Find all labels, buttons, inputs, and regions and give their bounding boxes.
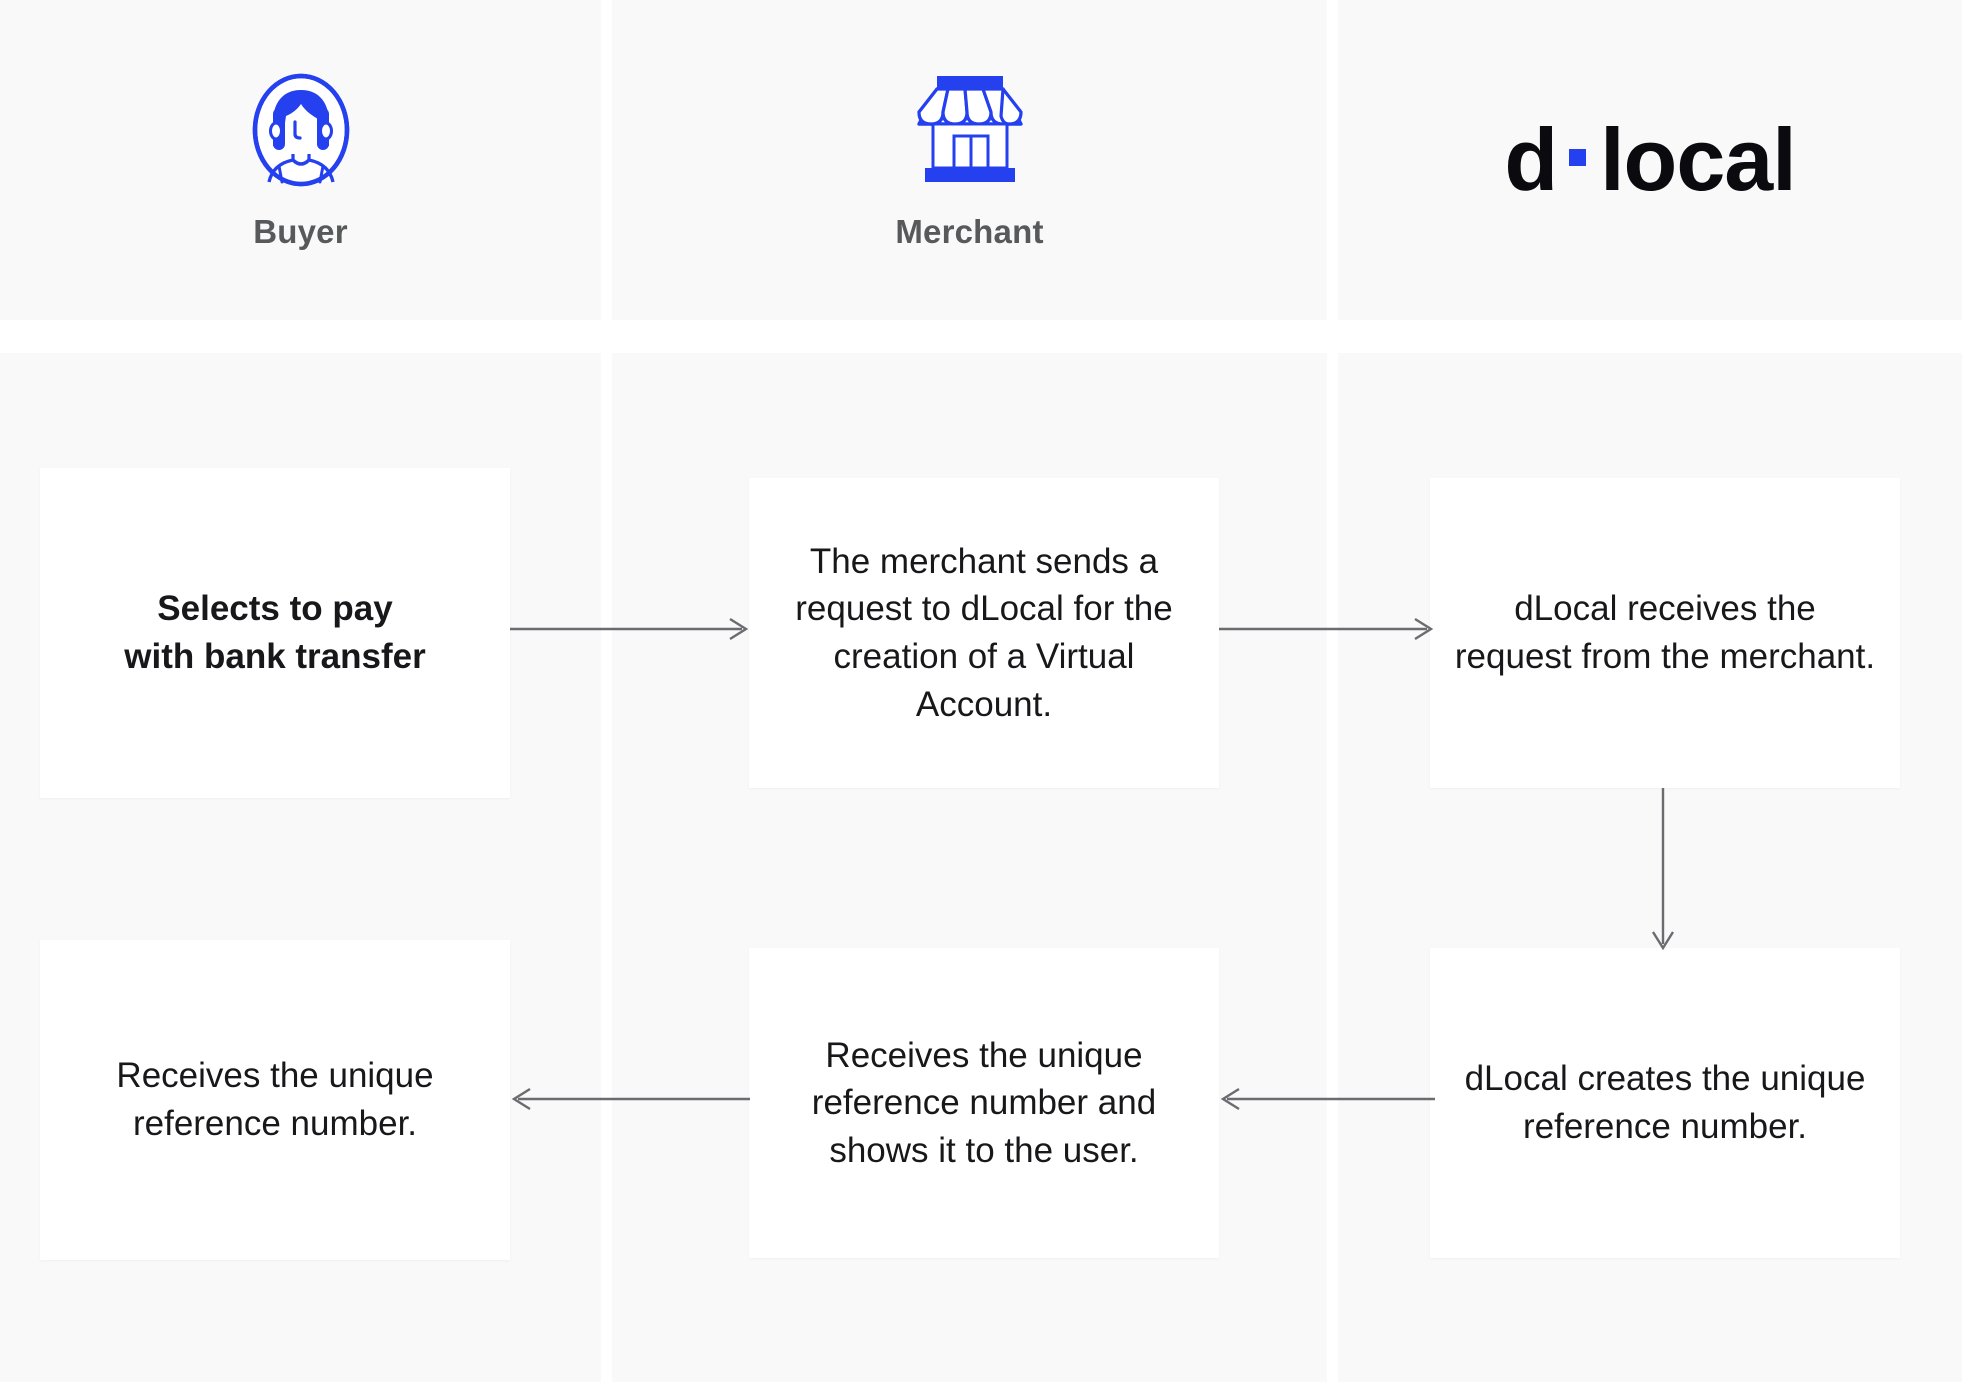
buyer-avatar-icon bbox=[251, 72, 351, 193]
flow-box-text: Receives the unique reference number. bbox=[116, 1056, 434, 1143]
arrow-dlocal-down-icon bbox=[1650, 788, 1676, 952]
flow-box-merchant-sends-request[interactable]: The merchant sends a request to dLocal f… bbox=[749, 478, 1219, 788]
column-header-merchant: Merchant bbox=[612, 0, 1327, 320]
dlocal-logo-local: local bbox=[1600, 110, 1797, 209]
header-panel-dlocal bbox=[1338, 0, 1962, 320]
dlocal-logo-dot bbox=[1569, 148, 1587, 166]
flow-box-dlocal-receives-request[interactable]: dLocal receives the request from the mer… bbox=[1430, 478, 1900, 788]
flow-box-merchant-shows-reference[interactable]: Receives the unique reference number and… bbox=[749, 948, 1219, 1258]
arrow-merchant-to-dlocal-icon bbox=[1219, 616, 1435, 642]
arrow-dlocal-to-merchant-icon bbox=[1219, 1086, 1435, 1112]
column-label-merchant: Merchant bbox=[895, 213, 1044, 250]
column-label-buyer: Buyer bbox=[253, 213, 348, 250]
column-header-buyer: Buyer bbox=[0, 0, 601, 320]
column-header-dlocal: d local bbox=[1338, 0, 1962, 320]
flow-box-buyer-receives-reference[interactable]: Receives the unique reference number. bbox=[40, 940, 510, 1260]
flow-box-text: dLocal receives the request from the mer… bbox=[1454, 589, 1876, 676]
arrow-merchant-to-buyer-icon bbox=[510, 1086, 750, 1112]
dlocal-logo-d: d bbox=[1504, 110, 1558, 209]
storefront-icon bbox=[911, 72, 1029, 193]
flow-box-text: The merchant sends a request to dLocal f… bbox=[795, 541, 1173, 724]
flow-box-text: dLocal creates the unique reference numb… bbox=[1464, 1059, 1866, 1146]
flow-box-dlocal-creates-reference[interactable]: dLocal creates the unique reference numb… bbox=[1430, 948, 1900, 1258]
dlocal-logo: d local bbox=[1504, 110, 1797, 209]
arrow-buyer-to-merchant-icon bbox=[510, 616, 750, 642]
flow-box-text: Receives the unique reference number and… bbox=[811, 1035, 1157, 1170]
